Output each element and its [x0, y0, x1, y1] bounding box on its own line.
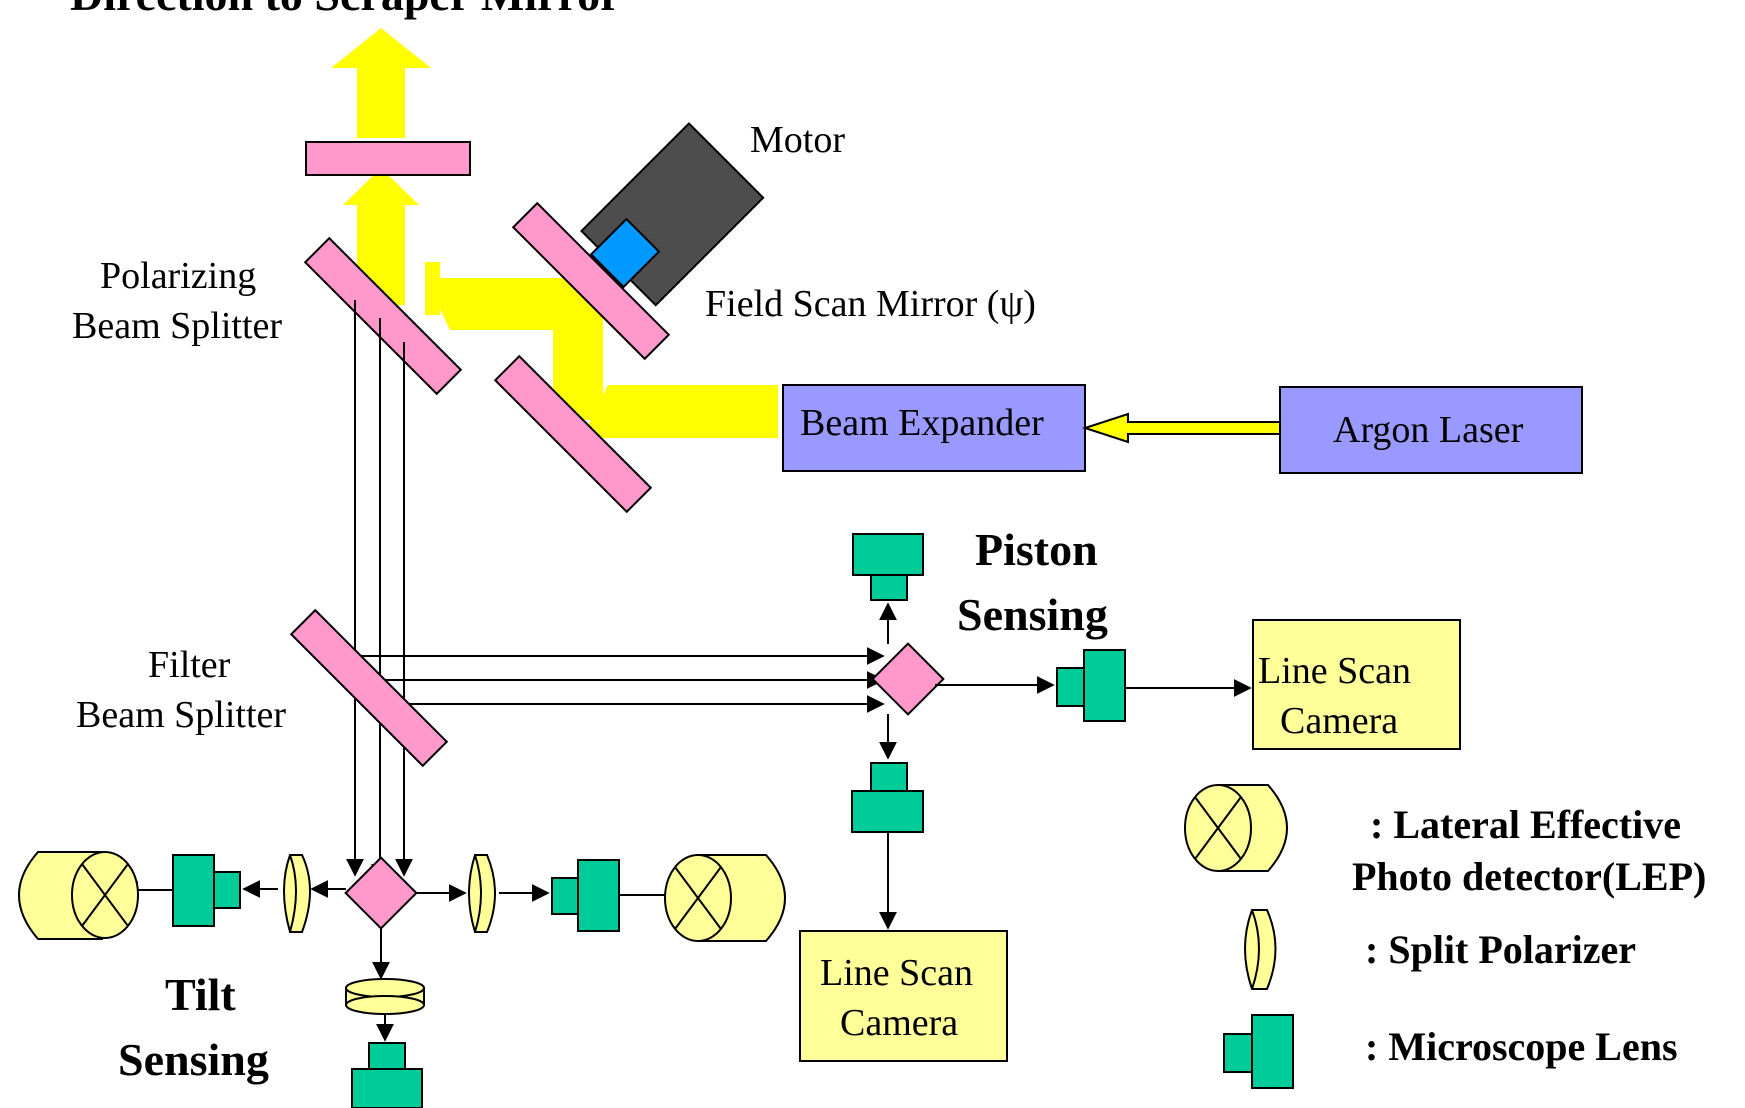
polarizing-bs-label-2: Beam Splitter [72, 305, 282, 347]
laser-input-arrow [1081, 412, 1281, 444]
microscope-lens-icon [172, 854, 241, 927]
microscope-lens-icon [852, 533, 924, 601]
fold-mirror [493, 354, 653, 514]
argon-laser-box [1279, 386, 1583, 474]
top-polarizer-plate [305, 141, 471, 176]
filter-beam-splitter [289, 608, 449, 768]
motor-icon [580, 122, 765, 307]
line-scan-camera-right-label-1: Line Scan [1258, 650, 1411, 692]
tilt-beam-splitter-cube [344, 856, 418, 930]
split-polarizer-icon [283, 854, 311, 933]
polarizing-beam-splitter [303, 236, 463, 396]
lep-detector-icon [18, 851, 139, 940]
legend-microscope-lens-label: : Microscope Lens [1365, 1024, 1678, 1069]
microscope-lens-icon [1223, 1014, 1294, 1089]
argon-laser-label: Argon Laser [1333, 409, 1524, 451]
piston-sensing-label-1: Piston [975, 524, 1098, 575]
piston-beam-splitter-cube [871, 642, 945, 716]
return-rays [346, 300, 885, 882]
filter-bs-label-1: Filter [148, 644, 231, 686]
line-scan-camera-bottom-label-2: Camera [840, 1002, 958, 1044]
microscope-lens-icon [551, 859, 620, 932]
split-polarizer-icon [345, 978, 425, 1015]
tilt-sensing-label-2: Sensing [118, 1034, 269, 1085]
line-scan-camera-bottom [799, 930, 1008, 1062]
microscope-lens-icon [851, 762, 924, 833]
laser-beam-path [331, 28, 778, 438]
beam-expander-label: Beam Expander [800, 402, 1044, 444]
legend-lep-label-1: : Lateral Effective [1370, 802, 1681, 847]
line-scan-camera-right-label-2: Camera [1280, 700, 1398, 742]
legend-split-polarizer-label: : Split Polarizer [1365, 927, 1636, 972]
tilt-sensing-label-1: Tilt [165, 969, 236, 1020]
field-scan-mirror [511, 201, 671, 361]
microscope-lens-icon [351, 1042, 423, 1108]
field-scan-mirror-label: Field Scan Mirror (ψ) [705, 283, 1036, 325]
filter-bs-label-2: Beam Splitter [76, 694, 286, 736]
diagram-title: Direction to Scraper Mirror [70, 0, 621, 20]
microscope-lens-icon [1056, 649, 1126, 722]
lep-detector-icon [664, 854, 786, 942]
legend: : Lateral Effective Photo detector(LEP) … [1184, 784, 1706, 1089]
beam-expander-box [782, 384, 1086, 472]
lep-detector-icon [1184, 784, 1288, 872]
line-scan-camera-right [1252, 619, 1461, 750]
piston-sensing-label-2: Sensing [957, 589, 1108, 640]
split-polarizer-icon [1244, 909, 1277, 990]
polarizing-bs-label-1: Polarizing [100, 255, 256, 297]
split-polarizer-icon [468, 854, 496, 933]
line-scan-camera-bottom-label-1: Line Scan [820, 952, 973, 994]
legend-lep-label-2: Photo detector(LEP) [1352, 854, 1706, 899]
motor-label: Motor [750, 119, 845, 161]
